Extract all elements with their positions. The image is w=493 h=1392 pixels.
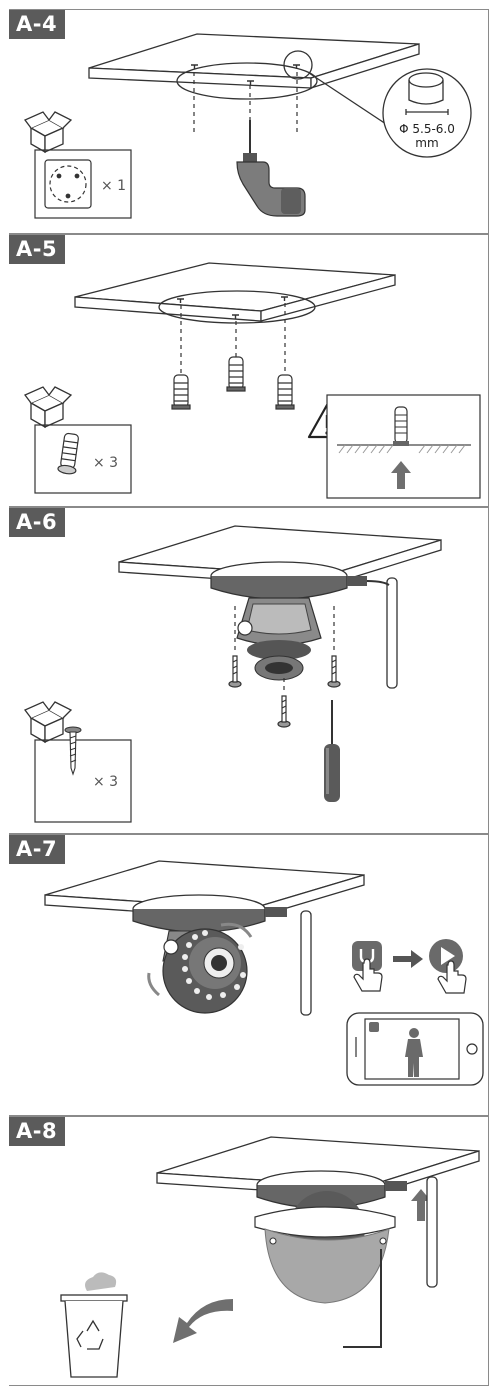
hand-pointer-icon: [437, 960, 467, 994]
anchor-icon: [171, 356, 295, 410]
ceiling-slab: [74, 262, 396, 324]
anchor-flush-detail: [326, 394, 481, 499]
step-label: A-8: [9, 1117, 66, 1146]
step-label: A-5: [9, 235, 66, 264]
ceiling-slab: [88, 33, 420, 100]
quantity-text: × 1: [101, 178, 126, 194]
step-a5-panel: A-5: [9, 234, 489, 507]
screw-guides: [234, 606, 335, 693]
play-icon: [429, 939, 463, 973]
arrow-icon: [391, 461, 411, 489]
arrow-icon: [411, 1189, 431, 1221]
antenna-icon: [265, 907, 312, 1016]
arrow-icon: [173, 1299, 233, 1343]
person-icon: [405, 1028, 423, 1077]
quantity-text: × 3: [93, 455, 118, 471]
hand-pointer-icon: [353, 958, 383, 992]
drill-holes: [191, 64, 300, 85]
camera-icon: [132, 894, 266, 1014]
box-icon: [23, 111, 73, 154]
antenna-icon: [385, 1176, 438, 1288]
step-a6-illustration: × 3: [23, 525, 442, 823]
box-icon: [23, 386, 73, 429]
step-a8-panel: A-8: [9, 1116, 489, 1386]
box-icon: [23, 701, 73, 744]
quantity-text: × 3: [93, 774, 118, 790]
hex-key-icon: [343, 1249, 382, 1348]
step-a4-panel: A-4 Φ 5.5-6.0 mm: [9, 9, 489, 234]
step-a7-panel: A-7: [9, 834, 489, 1116]
screwdriver-icon: [324, 700, 340, 802]
drill-size-text: Φ 5.5-6.0: [399, 122, 455, 136]
mounting-template: [34, 149, 132, 219]
step-label: A-6: [9, 508, 66, 537]
step-label: A-7: [9, 835, 66, 864]
step-a8-illustration: [60, 1136, 480, 1378]
screw-icon: [228, 655, 341, 728]
camera-icon: [254, 1170, 396, 1304]
step-a4-illustration: Φ 5.5-6.0 mm × 1: [23, 33, 472, 219]
hole-guides: [193, 72, 298, 135]
phone-icon: [346, 1012, 484, 1086]
step-label: A-4: [9, 10, 66, 39]
anchor-guides: [180, 303, 286, 375]
step-a7-illustration: [44, 860, 484, 1086]
antenna-icon: [347, 576, 398, 689]
drill-unit-text: mm: [415, 136, 438, 150]
step-a5-illustration: × 3: [23, 262, 481, 499]
arrow-icon: [393, 950, 423, 968]
drill-holes: [177, 296, 288, 319]
screw-icon: [64, 726, 82, 776]
drill-icon: [236, 120, 306, 217]
recycle-bin-icon: [60, 1272, 128, 1378]
drill-size-callout: [283, 50, 472, 158]
step-a6-panel: A-6: [9, 507, 489, 834]
camera-icon: [210, 561, 348, 681]
anchor-icon: [57, 432, 79, 475]
